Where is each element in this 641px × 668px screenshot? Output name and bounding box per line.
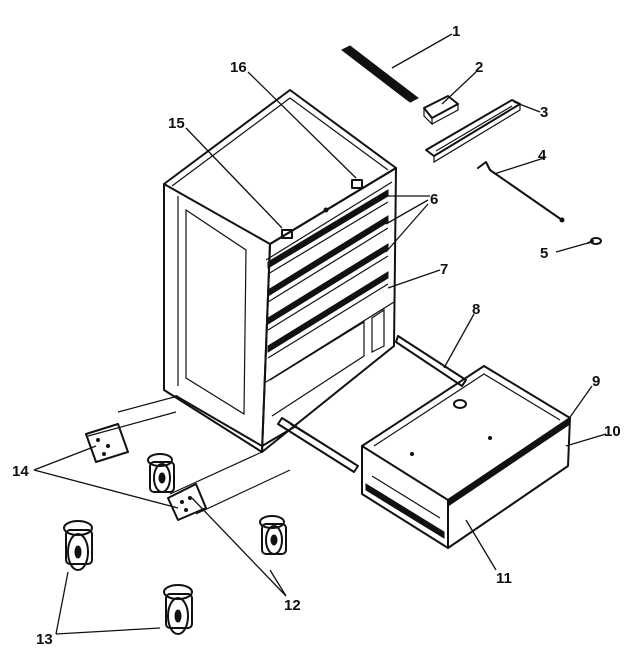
part-2-bracket — [423, 95, 459, 126]
callout-1: 1 — [452, 23, 460, 40]
callout-3: 3 — [540, 104, 548, 121]
callout-labels: 1 2 3 4 5 6 7 8 9 10 11 12 13 14 15 16 — [12, 23, 621, 648]
callout-12: 12 — [284, 597, 301, 614]
callout-4: 4 — [538, 147, 547, 164]
part-1-rod — [341, 45, 419, 103]
callout-10: 10 — [604, 423, 621, 440]
part-11-drawer — [361, 365, 571, 549]
callout-5: 5 — [540, 245, 548, 262]
part-12-caster-rigid — [259, 515, 287, 555]
callout-6: 6 — [430, 191, 438, 208]
callout-9: 9 — [592, 373, 600, 390]
callout-14: 14 — [12, 463, 29, 480]
callout-7: 7 — [440, 261, 448, 278]
callout-8: 8 — [472, 301, 480, 318]
callout-13: 13 — [36, 631, 53, 648]
callout-15: 15 — [168, 115, 185, 132]
callout-16: 16 — [230, 59, 247, 76]
callout-2: 2 — [475, 59, 483, 76]
callout-11: 11 — [496, 570, 512, 587]
part-14-base-plates — [85, 395, 291, 521]
part-13-caster-right — [163, 584, 193, 635]
part-12-caster-swivel — [147, 453, 175, 493]
part-8-drawer-slide — [277, 335, 467, 473]
leader-lines — [33, 33, 607, 635]
part-3-slide-rail — [425, 99, 521, 164]
part-5-screw — [587, 237, 602, 245]
cabinet-body — [163, 89, 397, 453]
part-4-wire-rod — [477, 161, 565, 223]
part-13-caster-left — [63, 520, 93, 571]
